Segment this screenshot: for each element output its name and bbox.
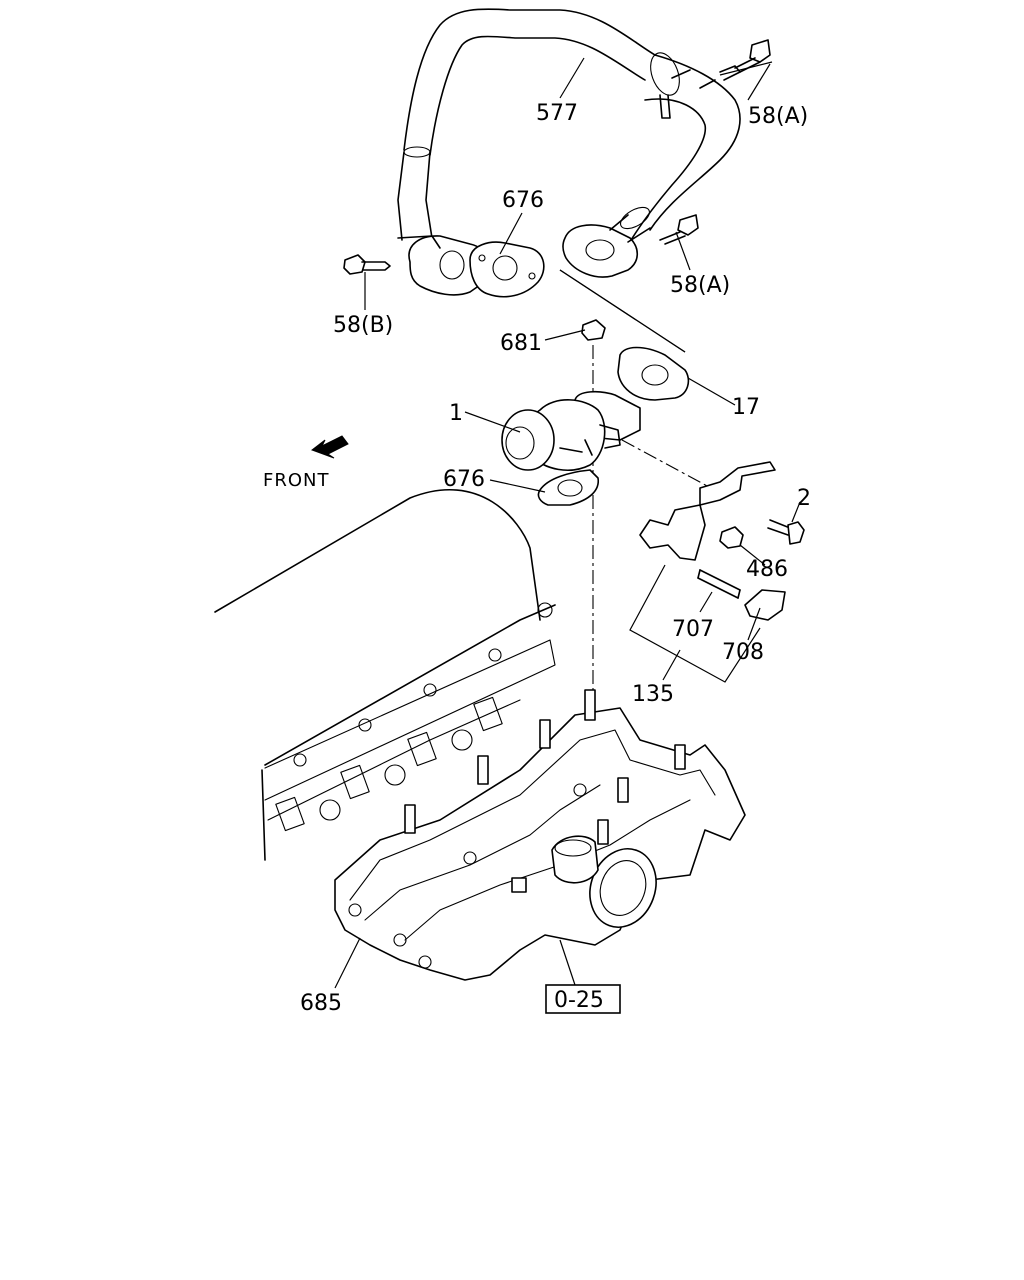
gasket-upper	[469, 241, 545, 298]
front-label: FRONT	[263, 470, 330, 491]
bracket-135	[639, 461, 776, 561]
label-1: 1	[449, 401, 463, 426]
nut-486	[719, 526, 744, 549]
label-58a-right: 58(A)	[670, 273, 730, 298]
front-arrow-icon	[310, 435, 349, 459]
bracket-centerline	[621, 439, 723, 495]
gasket-lower	[537, 469, 599, 506]
bracket-group-lines	[629, 564, 761, 683]
reference-box[interactable]: 0-25	[545, 984, 621, 1014]
leader-lines	[334, 57, 801, 989]
egr-valve	[501, 390, 641, 471]
label-707: 707	[672, 617, 714, 642]
bolt-2	[767, 519, 805, 545]
pipe-flange-right	[562, 214, 651, 278]
nut-681	[581, 319, 606, 341]
label-708: 708	[722, 640, 764, 665]
label-486: 486	[746, 557, 788, 582]
bolt-58b	[343, 254, 391, 275]
bolt-58a-top	[719, 39, 771, 81]
label-58a-top: 58(A)	[748, 104, 808, 129]
label-676-upper: 676	[502, 188, 544, 213]
clip-708	[744, 589, 786, 621]
reference-label: 0-25	[554, 988, 604, 1013]
egr-pipe	[397, 8, 741, 246]
label-681: 681	[500, 331, 542, 356]
stud-707	[697, 569, 741, 599]
gasket-17	[617, 346, 690, 401]
label-17: 17	[732, 395, 760, 420]
label-577: 577	[536, 101, 578, 126]
intake-manifold	[334, 689, 746, 981]
label-58b: 58(B)	[333, 313, 393, 338]
label-685: 685	[300, 991, 342, 1016]
label-2: 2	[797, 486, 811, 511]
label-135: 135	[632, 682, 674, 707]
label-676-lower: 676	[443, 467, 485, 492]
cylinder-head-cover	[214, 488, 556, 861]
